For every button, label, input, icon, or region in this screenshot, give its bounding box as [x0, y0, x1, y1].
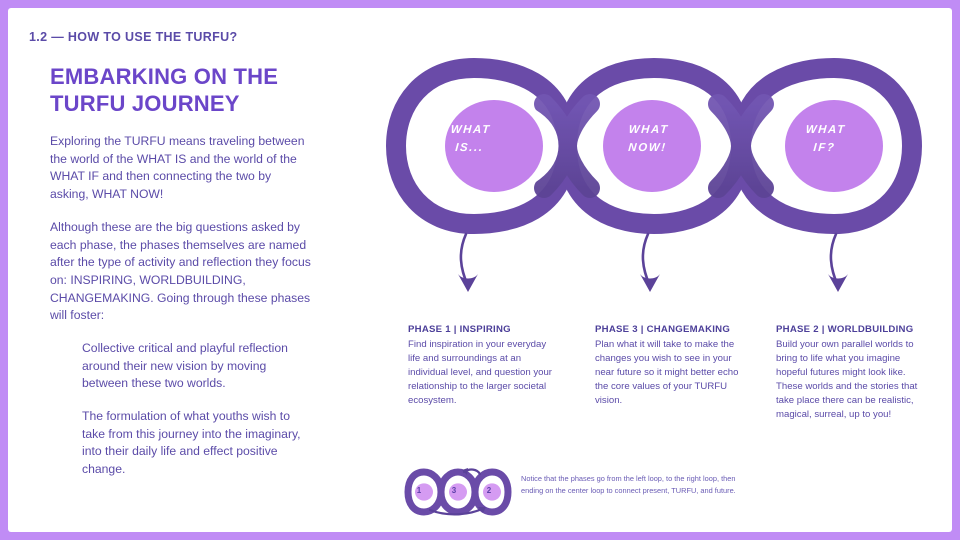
phase-block-1: PHASE 1 | INSPIRING Find inspiration in …: [408, 324, 556, 408]
phase-block-2: PHASE 2 | WORLDBUILDING Build your own p…: [776, 324, 926, 423]
down-arrow-icon: [458, 274, 478, 292]
phase-title: PHASE 1 | INSPIRING: [408, 324, 511, 335]
section-eyebrow: 1.2 — HOW TO USE THE TURFU?: [29, 30, 238, 44]
outcome-bullet-2: The formulation of what youths wish to t…: [82, 409, 301, 477]
phase-title: PHASE 3 | CHANGEMAKING: [595, 324, 731, 335]
slide-content: 1.2 — HOW TO USE THE TURFU? EMBARKING ON…: [8, 8, 952, 532]
outcome-bullet-1: Collective critical and playful reflecti…: [82, 340, 288, 391]
turfu-infinity-diagram: WHAT IS... WHAT NOW! WHAT IF?: [384, 56, 924, 236]
down-arrow-icon: [640, 274, 660, 292]
down-arrow-icon: [828, 274, 848, 292]
phase-description: Build your own parallel worlds to bring …: [776, 339, 918, 421]
intro-paragraph-1: Exploring the TURFU means traveling betw…: [50, 134, 305, 202]
left-text-column: EMBARKING ON THE TURFU JOURNEY Exploring…: [50, 63, 312, 494]
phase-description: Find inspiration in your everyday life a…: [408, 339, 552, 407]
arrows-graphic: [458, 232, 848, 292]
footnote-caption: Notice that the phases go from the left …: [521, 474, 736, 495]
phase-description: Plan what it will take to make the chang…: [595, 339, 739, 407]
page-title: EMBARKING ON THE TURFU JOURNEY: [50, 64, 279, 117]
phase-arrows: [384, 230, 924, 312]
mini-infinity-graphic: [404, 468, 512, 516]
infinity-loops-graphic: [385, 57, 923, 235]
phase-title: PHASE 2 | WORLDBUILDING: [776, 324, 914, 335]
footnote-block: 1 3 2 Notice that the phases go from the…: [404, 466, 924, 522]
phase-block-3: PHASE 3 | CHANGEMAKING Plan what it will…: [595, 324, 743, 408]
mini-infinity-diagram: 1 3 2: [404, 466, 512, 523]
intro-paragraph-2: Although these are the big questions ask…: [50, 219, 311, 323]
